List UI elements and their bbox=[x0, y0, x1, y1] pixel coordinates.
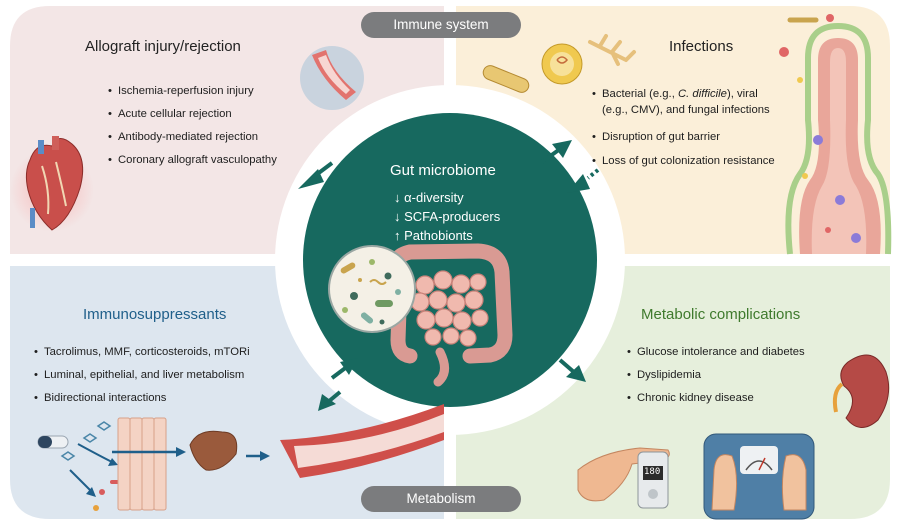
list-item: Tacrolimus, MMF, corticosteroids, mTORi bbox=[34, 341, 250, 364]
arrow-to-infections bbox=[540, 140, 572, 164]
center-item-alpha-diversity: ↓ α-diversity bbox=[394, 190, 464, 205]
metabolic-bullet-list: Glucose intolerance and diabetes Dyslipi… bbox=[627, 341, 805, 410]
list-item: Bidirectional interactions bbox=[34, 387, 250, 410]
immunosuppressants-title: Immunosuppressants bbox=[83, 306, 227, 323]
arrow-down-glyph: ↓ bbox=[394, 209, 401, 224]
immuno-illustration bbox=[37, 404, 444, 511]
immunosuppressants-bullet-list: Tacrolimus, MMF, corticosteroids, mTORi … bbox=[34, 341, 250, 410]
center-disc bbox=[303, 113, 597, 407]
arrow-from-infections-dashed bbox=[567, 168, 600, 193]
center-title: Gut microbiome bbox=[390, 162, 496, 179]
villus-illustration bbox=[785, 22, 892, 255]
list-item: Dyslipidemia bbox=[627, 364, 805, 387]
artery-illustration bbox=[300, 46, 364, 110]
arrow-up-glyph: ↑ bbox=[394, 228, 401, 243]
list-item-continued: (e.g., CMV), and fungal infections bbox=[602, 104, 770, 116]
list-item: •Disruption of gut barrier bbox=[592, 131, 721, 143]
center-item-scfa: ↓ SCFA-producers bbox=[394, 209, 501, 224]
metabolic-title: Metabolic complications bbox=[641, 306, 801, 323]
pathogen-name: C. difficile bbox=[677, 88, 727, 100]
metabolic-illustration bbox=[577, 354, 890, 520]
infections-bullet-list: • Bacterial (e.g., C. difficile), viral … bbox=[592, 86, 775, 169]
arrows bbox=[298, 140, 600, 411]
allograft-title: Allograft injury/rejection bbox=[85, 38, 241, 55]
metabolism-banner: Metabolism bbox=[361, 486, 521, 512]
list-item: Ischemia-reperfusion injury bbox=[108, 80, 277, 103]
allograft-bullet-list: Ischemia-reperfusion injury Acute cellul… bbox=[108, 80, 277, 172]
infection-microbes bbox=[482, 14, 834, 93]
heart-illustration bbox=[10, 136, 94, 232]
center-item-pathobionts: ↑ Pathobionts bbox=[394, 228, 473, 243]
immune-system-banner: Immune system bbox=[361, 12, 521, 38]
list-item: Acute cellular rejection bbox=[108, 103, 277, 126]
arrow-down-glyph: ↓ bbox=[394, 190, 401, 205]
list-item: Coronary allograft vasculopathy bbox=[108, 149, 277, 172]
arrow-to-metabolic bbox=[558, 358, 586, 382]
arrow-immuno-bidirectional bbox=[318, 358, 358, 411]
infections-title: Infections bbox=[669, 38, 734, 55]
list-item: Chronic kidney disease bbox=[627, 387, 805, 410]
glucometer-reading: 180 bbox=[644, 467, 661, 477]
list-item: Luminal, epithelial, and liver metabolis… bbox=[34, 364, 250, 387]
arrow-to-allograft bbox=[298, 161, 334, 189]
list-item: •Loss of gut colonization resistance bbox=[592, 155, 775, 167]
list-item: Antibody-mediated rejection bbox=[108, 126, 277, 149]
list-item: Glucose intolerance and diabetes bbox=[627, 341, 805, 364]
microbe-magnifier bbox=[328, 245, 416, 333]
list-item: • Bacterial (e.g., C. difficile), viral bbox=[592, 88, 758, 100]
